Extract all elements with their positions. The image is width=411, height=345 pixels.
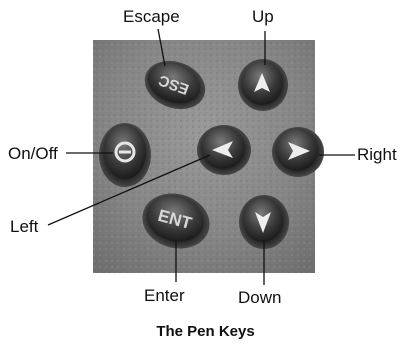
right-key[interactable] <box>272 127 324 177</box>
enter-key[interactable]: ENT <box>136 186 216 256</box>
escape-callout-line <box>157 28 166 67</box>
left-callout-line <box>47 154 211 226</box>
up-label: Up <box>252 7 274 26</box>
up-arrow-icon <box>254 73 270 92</box>
right-label: Right <box>357 145 397 164</box>
left-arrow-icon <box>212 141 233 158</box>
down-key[interactable] <box>239 195 289 249</box>
down-label: Down <box>238 288 282 307</box>
up-key[interactable] <box>238 59 288 111</box>
esc-key[interactable]: ESC <box>138 53 212 117</box>
escape-label: Escape <box>123 7 180 26</box>
figure-caption: The Pen Keys <box>156 323 255 340</box>
on-off-key[interactable] <box>99 123 151 187</box>
power-icon <box>114 141 136 163</box>
on-off-label: On/Off <box>8 144 58 163</box>
left-key[interactable] <box>197 125 251 175</box>
right-arrow-icon <box>288 142 310 160</box>
left-label: Left <box>10 217 39 236</box>
down-arrow-icon <box>255 212 271 233</box>
callout-lines <box>47 28 355 285</box>
enter-label: Enter <box>144 286 185 305</box>
